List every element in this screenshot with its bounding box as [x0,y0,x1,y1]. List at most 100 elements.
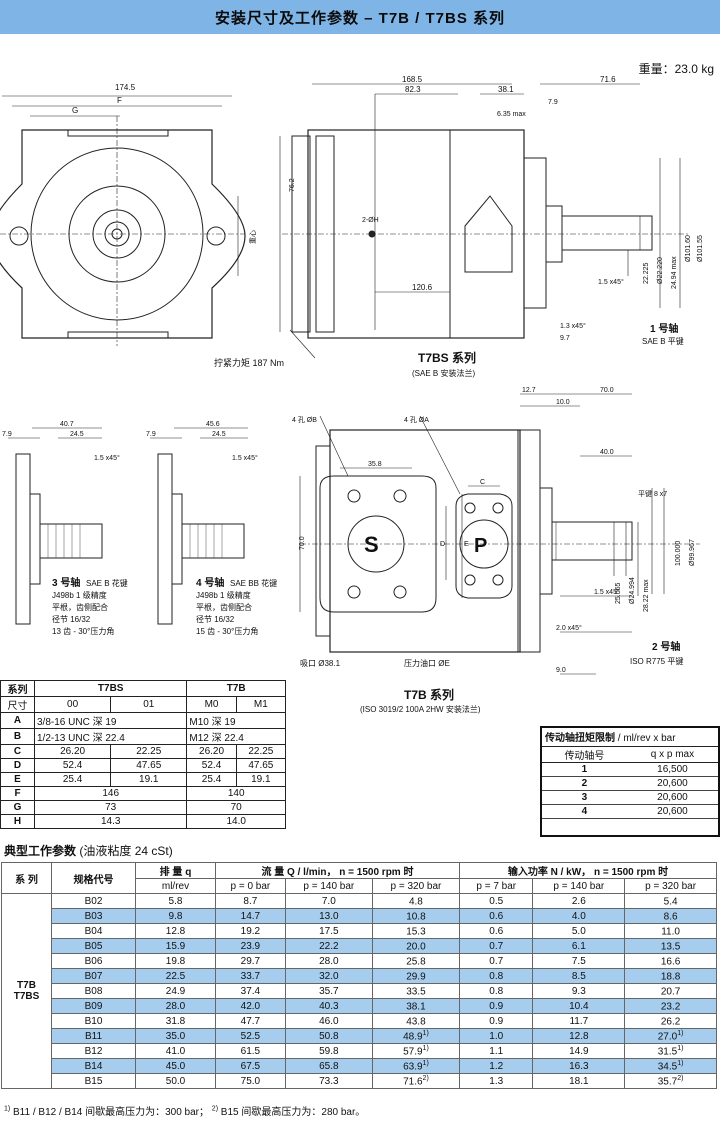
dim-col-01: 01 [110,696,188,713]
params-code: B10 [51,1013,136,1029]
table-row: A 3/8-16 UNC 深 19 M10 深 19 [0,712,286,729]
dim-22-225: 22.225 [643,262,650,284]
dim-cell: 25.4 [186,772,237,787]
params-flow: 10.8 [371,908,461,924]
table-row: D 52.4 47.65 52.4 47.65 [0,758,287,773]
params-disp: 45.0 [135,1058,216,1074]
table-row: H 14.3 14.0 [0,814,286,829]
dim-row-key: D [0,758,35,773]
params-flow: 47.7 [215,1013,286,1029]
side-view-t7bs [279,83,690,359]
shaft4-title: 4 号轴 [196,576,224,589]
params-flow: 25.8 [371,953,461,969]
t7bs-sub: (SAE B 安装法兰) [412,368,475,378]
params-power-val: 34.5 [657,1061,678,1073]
params-sub-header: p = 0 bar [215,878,286,894]
params-power: 7.5 [532,953,626,969]
t7b-dim-c: C [480,479,485,486]
params-flow: 4.8 [371,893,461,909]
params-flow: 32.0 [284,968,373,984]
t7b-dim-100-000: 100.000 [675,541,682,566]
params-power: 1.1 [458,1043,534,1059]
table-row: F 146 140 [0,786,286,801]
params-flow-val: 20.0 [406,941,426,953]
params-flow-val: 4.8 [408,896,423,908]
footnote-mark-2: 2) [211,1105,219,1113]
params-power-val: 23.2 [660,1001,681,1013]
shaft3-line2: 平根，齿侧配合 [52,602,108,612]
t7b-dim-35-8: 35.8 [368,461,382,468]
params-flow-val: 71.6 [403,1076,423,1088]
torque-value: 16,500 [626,762,718,777]
footnote-mark-1: 1) [4,1105,11,1113]
params-power: 9.3 [532,983,626,999]
params-flow: 46.0 [284,1013,373,1029]
dim-row-key: F [0,786,35,801]
params-flow: 38.1 [371,998,461,1014]
shaft4-line3: 径节 16/32 [196,614,235,624]
params-flow: 7.0 [284,893,373,909]
params-power: 35.72) [624,1073,717,1089]
params-power-val: 11.0 [661,926,680,938]
params-flow: 75.0 [215,1073,286,1089]
params-power-val: 26.2 [660,1016,681,1028]
params-flow-val: 33.5 [406,986,426,998]
params-power: 14.9 [532,1043,626,1059]
shaft4-line2: 平根，齿侧配合 [196,602,252,612]
dim-f: F [117,96,122,105]
dim-174-5: 174.5 [115,83,136,92]
params-flow-val: 48.9 [403,1031,423,1043]
params-power-val: 35.7 [657,1076,678,1088]
dim-row-key: G [0,800,35,815]
dim-cell: M10 深 19 [186,712,286,729]
dim-cell: 19.1 [235,772,287,787]
params-power-val: 27.0 [657,1031,678,1043]
dim-cell: 14.0 [186,814,286,829]
params-sub-header: p = 140 bar [532,878,626,894]
params-power-val: 18.8 [660,971,681,983]
dim-cell: 26.20 [33,744,112,759]
params-code: B02 [51,893,136,909]
dim-col-m1: M1 [235,696,287,713]
params-flow: 65.8 [284,1058,373,1074]
torque-value: 20,600 [626,790,718,805]
params-disp: 24.9 [135,983,216,999]
dim-cell: 52.4 [186,758,237,773]
t7b-dim-25-065: 25.065 [615,582,622,604]
t7b-dim-12-7: 12.7 [522,387,536,394]
torque-limit-table: 传动轴扭矩限制 / ml/rev x bar 传动轴号 q x p max 1 … [542,728,718,819]
dim-cell: 70 [186,800,286,815]
params-power: 5.0 [532,923,626,939]
dim-120-6: 120.6 [412,283,433,292]
dimension-table: 系列 T7BS T7B 尺寸 00 01 M0 M1 A 3/8-16 UNC … [0,680,287,829]
dim-cell: 140 [186,786,286,801]
params-flow: 67.5 [215,1058,286,1074]
dim-1-5x45: 1.5 x45° [598,278,624,286]
params-header-power: 输入功率 N / kW， n = 1500 rpm 时 [459,862,717,879]
params-power: 1.2 [458,1058,534,1074]
dim-cell: 14.3 [33,814,188,829]
params-flow: 13.0 [284,908,373,924]
title-bar: 安装尺寸及工作参数 – T7B / T7BS 系列 [0,0,720,34]
params-power-val: 8.6 [663,911,678,923]
shaft4-type: SAE BB 花键 [230,578,277,588]
params-power: 13.5 [624,938,717,954]
params-code: B12 [51,1043,136,1059]
dim-cell: 47.65 [110,758,188,773]
params-flow: 42.0 [215,998,286,1014]
table-row: G 73 70 [0,800,286,815]
dim-cell: 47.65 [235,758,287,773]
shaft4-dim-45-6: 45.6 [206,421,220,428]
dim-cell: 52.4 [33,758,112,773]
port-s-label: S [364,532,379,557]
params-power: 23.2 [624,998,717,1014]
params-disp: 9.8 [135,908,216,924]
dim-cell: 22.25 [235,744,287,759]
dim-1-3x45: 1.3 x45° [560,322,586,330]
params-power: 12.8 [532,1028,626,1044]
params-power: 0.5 [458,893,534,909]
params-power-val: 16.6 [660,956,681,968]
params-flow: 63.91) [371,1058,461,1074]
